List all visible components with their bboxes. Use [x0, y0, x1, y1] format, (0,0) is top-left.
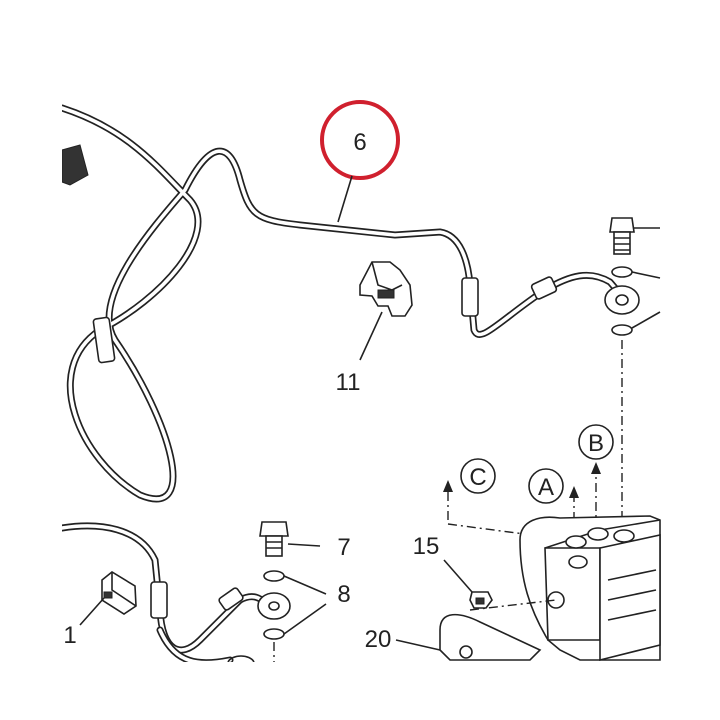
port-letter-a: A	[538, 474, 554, 501]
pipe-sleeve-lower-right	[218, 587, 244, 611]
abs-modulator-unit	[519, 515, 661, 662]
grommet-part	[61, 144, 89, 186]
pipe-sleeve-right	[461, 277, 479, 317]
banjo-bolt-7	[259, 521, 289, 557]
callout-6-highlight	[320, 100, 400, 180]
banjo-bolt-upper	[609, 217, 635, 255]
leader-line-8a	[283, 575, 327, 595]
callout-11: 11	[336, 369, 361, 396]
leader-line-6	[337, 175, 353, 223]
pipe-clip-1	[101, 571, 137, 615]
highlight-ring	[320, 100, 400, 180]
leader-line-11	[359, 311, 383, 361]
sealing-washer-upper-bottom	[611, 324, 633, 336]
leader-line-washer-upper	[631, 271, 661, 279]
sealing-washer-8-bottom	[263, 628, 285, 640]
port-label-b: B	[578, 424, 614, 460]
sealing-washer-8-top	[263, 570, 285, 582]
pipe-sleeve-lower	[150, 581, 168, 619]
crop-top	[0, 0, 720, 62]
mounting-bracket-20	[439, 613, 542, 661]
cropped-port-label	[227, 655, 255, 663]
callout-15: 15	[413, 533, 440, 560]
callout-6: 6	[353, 129, 366, 156]
port-letter-c: C	[469, 464, 486, 491]
port-letter-b: B	[588, 430, 604, 457]
callout-7: 7	[337, 534, 350, 561]
brake-pipe-lower	[58, 522, 274, 667]
brake-pipe-6	[58, 104, 626, 503]
port-label-a: A	[528, 468, 564, 504]
screw-15	[469, 591, 493, 609]
sealing-washer-upper-top	[611, 266, 633, 278]
crop-left	[0, 0, 62, 720]
callout-1: 1	[63, 622, 76, 649]
port-label-c: C	[460, 458, 496, 494]
crop-bottom	[0, 662, 720, 720]
leader-line-7	[287, 543, 321, 547]
leader-line-washer-lower	[631, 311, 661, 329]
banjo-fitting-lower	[257, 592, 291, 620]
leader-line-1	[79, 597, 105, 626]
leader-line-8b	[283, 603, 327, 635]
pipe-clip-11	[359, 261, 413, 317]
callout-8: 8	[337, 581, 350, 608]
pipe-sleeve-left	[92, 316, 116, 364]
screw-axis	[469, 599, 557, 611]
banjo-fitting-upper	[604, 285, 640, 315]
leader-line-15	[443, 559, 473, 593]
crop-right	[662, 0, 720, 720]
pipe-sleeve-upper-right	[530, 276, 558, 300]
callout-20: 20	[365, 626, 392, 653]
leader-line-20	[395, 639, 441, 651]
